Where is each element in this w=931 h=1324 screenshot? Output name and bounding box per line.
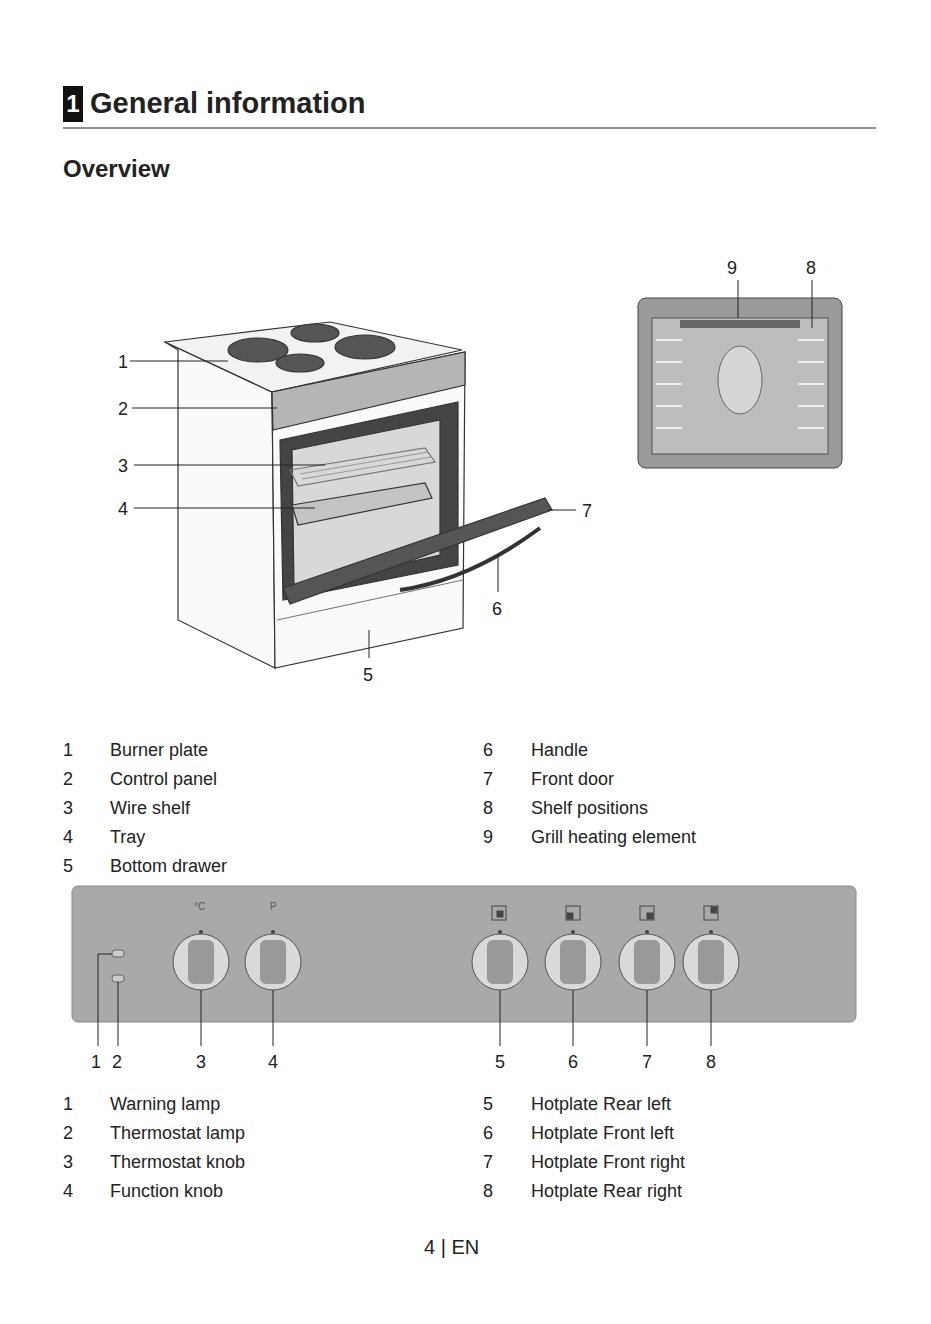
- list-number: 7: [483, 1153, 493, 1171]
- list-number: 1: [63, 741, 73, 759]
- control-name: Hotplate Rear left: [531, 1095, 671, 1113]
- control-name: Thermostat lamp: [110, 1124, 245, 1142]
- callout-number: 8: [806, 259, 816, 277]
- part-name: Control panel: [110, 770, 217, 788]
- list-number: 7: [483, 770, 493, 788]
- control-name: Hotplate Rear right: [531, 1182, 682, 1200]
- leader-lines: [130, 280, 812, 658]
- callout-number: 7: [582, 502, 592, 520]
- page-heading: General information: [90, 89, 366, 118]
- part-name: Bottom drawer: [110, 857, 227, 875]
- section-number: 1: [66, 90, 79, 118]
- callout-number: 6: [568, 1053, 578, 1071]
- callout-number: 1: [118, 353, 128, 371]
- panel-symbol: °C: [194, 902, 205, 912]
- control-name: Function knob: [110, 1182, 223, 1200]
- callout-number: 1: [91, 1053, 101, 1071]
- list-number: 2: [63, 1124, 73, 1142]
- part-name: Wire shelf: [110, 799, 190, 817]
- part-name: Handle: [531, 741, 588, 759]
- callout-number: 9: [727, 259, 737, 277]
- section-number-box: 1: [63, 86, 83, 122]
- part-name: Grill heating element: [531, 828, 696, 846]
- callout-number: 3: [118, 457, 128, 475]
- callout-number: 5: [363, 666, 373, 684]
- callout-number: 4: [118, 500, 128, 518]
- part-name: Shelf positions: [531, 799, 648, 817]
- subheading: Overview: [63, 157, 170, 181]
- callout-number: 5: [495, 1053, 505, 1071]
- control-name: Hotplate Front left: [531, 1124, 674, 1142]
- list-number: 6: [483, 741, 493, 759]
- cavity-photo: [638, 298, 842, 468]
- list-number: 2: [63, 770, 73, 788]
- part-name: Tray: [110, 828, 145, 846]
- callout-number: 7: [642, 1053, 652, 1071]
- list-number: 6: [483, 1124, 493, 1142]
- list-number: 8: [483, 1182, 493, 1200]
- cooker-illustration: [165, 322, 552, 668]
- list-number: 8: [483, 799, 493, 817]
- control-name: Hotplate Front right: [531, 1153, 685, 1171]
- callout-number: 2: [112, 1053, 122, 1071]
- control-panel: [72, 886, 856, 1022]
- callout-number: 8: [706, 1053, 716, 1071]
- list-number: 5: [483, 1095, 493, 1113]
- callout-number: 4: [268, 1053, 278, 1071]
- list-number: 4: [63, 1182, 73, 1200]
- callout-number: 3: [196, 1053, 206, 1071]
- panel-symbol: P: [270, 902, 277, 912]
- control-name: Warning lamp: [110, 1095, 220, 1113]
- list-number: 3: [63, 1153, 73, 1171]
- rule: [63, 128, 876, 129]
- part-name: Front door: [531, 770, 614, 788]
- page-number: 4 | EN: [424, 1237, 479, 1257]
- list-number: 5: [63, 857, 73, 875]
- callout-number: 2: [118, 400, 128, 418]
- control-name: Thermostat knob: [110, 1153, 245, 1171]
- list-number: 3: [63, 799, 73, 817]
- list-number: 9: [483, 828, 493, 846]
- list-number: 1: [63, 1095, 73, 1113]
- part-name: Burner plate: [110, 741, 208, 759]
- callout-number: 6: [492, 600, 502, 618]
- panel-leader-lines: [98, 954, 711, 1046]
- list-number: 4: [63, 828, 73, 846]
